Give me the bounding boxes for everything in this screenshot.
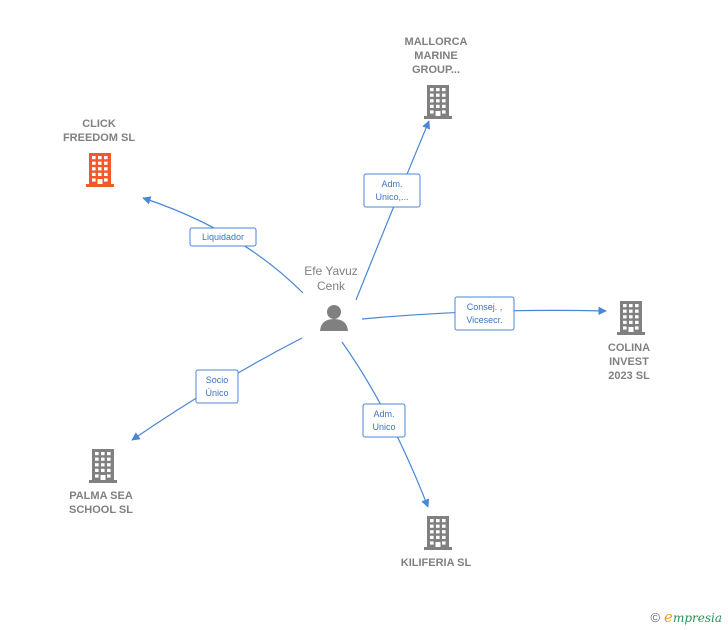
edge-kiliferia: Adm. Unico — [341, 341, 430, 508]
edge-label-kiliferia[interactable]: Adm. Unico — [362, 403, 406, 438]
company-node-colina[interactable]: COLINA INVEST 2023 SL — [608, 301, 650, 382]
company-name: MALLORCA MARINE GROUP... — [405, 36, 468, 76]
edge-label-click[interactable]: Liquidador — [189, 227, 257, 247]
edge-label-mallorca[interactable]: Adm. Unico,... — [363, 173, 421, 208]
edge-label-text: Consej. , Vicesecr. — [466, 302, 502, 325]
company-name-line: SCHOOL SL — [69, 504, 133, 516]
edge-label-text: Adm. Unico — [372, 409, 395, 432]
edge-label-text-line: Adm. — [381, 179, 402, 189]
edge-label-text-line: Único — [205, 388, 228, 398]
company-name-line: CLICK — [82, 118, 116, 130]
edge-line — [355, 120, 430, 301]
copyright-symbol: © — [650, 610, 661, 625]
company-name-line: PALMA SEA — [69, 490, 133, 502]
brand-name: mpresia — [672, 611, 722, 625]
edge-label-text-line: Unico,... — [375, 192, 408, 202]
edge-label-text-line: Vicesecr. — [466, 315, 502, 325]
edge-colina: Consej. , Vicesecr. — [361, 296, 607, 331]
building-icon — [424, 516, 452, 550]
person-icon — [320, 305, 348, 331]
edge-mallorca: Adm. Unico,... — [355, 120, 430, 301]
edge-label-colina[interactable]: Consej. , Vicesecr. — [454, 296, 515, 331]
company-name-line: GROUP... — [412, 64, 460, 76]
person-name-line: Efe Yavuz — [304, 264, 358, 278]
company-name-line: FREEDOM SL — [63, 132, 135, 144]
company-name: COLINA INVEST 2023 SL — [608, 342, 650, 382]
edge-label-text-line: Adm. — [373, 409, 394, 419]
edge-label-text-line: Unico — [372, 422, 395, 432]
company-name-line: INVEST — [609, 356, 649, 368]
person-name-line: Cenk — [317, 279, 346, 293]
edge-label-text-line: Liquidador — [202, 232, 244, 242]
company-name-line: 2023 SL — [608, 370, 650, 382]
edge-label-text-line: Socio — [206, 375, 229, 385]
company-name-line: MARINE — [414, 50, 457, 62]
company-name: CLICK FREEDOM SL — [63, 118, 135, 144]
footer-brand: ©empresia — [650, 608, 722, 626]
edge-label-text-line: Consej. , — [467, 302, 503, 312]
company-name-line: COLINA — [608, 342, 650, 354]
company-node-click[interactable]: CLICK FREEDOM SL — [63, 118, 135, 187]
building-icon — [89, 449, 117, 483]
building-icon — [86, 153, 114, 187]
company-node-kiliferia[interactable]: KILIFERIA SL — [401, 516, 472, 569]
edge-label-text: Adm. Unico,... — [375, 179, 408, 202]
company-name: KILIFERIA SL — [401, 557, 472, 569]
company-name: PALMA SEA SCHOOL SL — [69, 490, 133, 516]
company-node-mallorca[interactable]: MALLORCA MARINE GROUP... — [405, 36, 468, 119]
brand-initial: e — [664, 608, 673, 626]
company-name-line: KILIFERIA SL — [401, 557, 472, 569]
company-name-line: MALLORCA — [405, 36, 468, 48]
building-icon — [617, 301, 645, 335]
company-node-palma[interactable]: PALMA SEA SCHOOL SL — [69, 449, 133, 516]
building-icon — [424, 85, 452, 119]
edge-label-text: Liquidador — [202, 232, 244, 242]
edge-click: Liquidador — [142, 196, 304, 294]
